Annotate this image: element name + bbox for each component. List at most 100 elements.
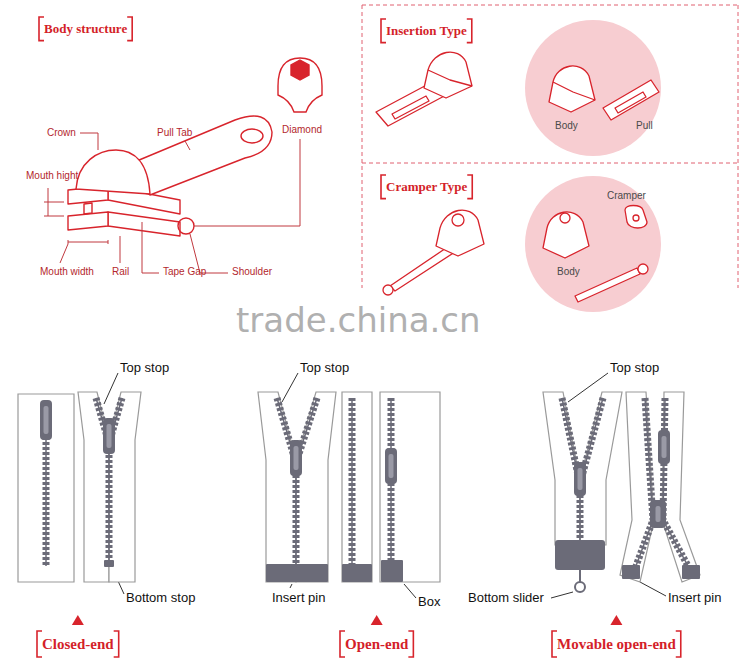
zipper-teeth [108, 440, 110, 562]
part-icon [638, 264, 648, 274]
slider-drawing [178, 218, 194, 234]
leader-line [104, 373, 666, 598]
insertion-slider [428, 70, 472, 86]
section-heading: Cramper Type [386, 179, 467, 195]
zipper-part [575, 582, 585, 592]
part-icon [560, 213, 570, 223]
circle-outline [525, 176, 661, 312]
diamond-icon [278, 58, 322, 112]
part-name: Cramper [607, 190, 646, 202]
panel-divider [362, 5, 738, 6]
zipper-teeth [349, 398, 356, 566]
slider-drawing [108, 212, 180, 236]
zipper-part [658, 430, 670, 464]
part-icon [603, 80, 659, 120]
zipper-slider [656, 506, 661, 522]
zipper-tape [620, 392, 654, 582]
watermark: trade.china.cn [236, 300, 481, 341]
pink-circle: BodyPull [525, 20, 661, 156]
zipper-part [342, 564, 372, 582]
bracket [37, 631, 42, 657]
type-caption: Movable open-end [557, 635, 676, 653]
part-name: Pull [636, 120, 653, 132]
bracket [39, 17, 44, 41]
zipper-slider [389, 454, 394, 478]
zipper-slider [107, 424, 112, 448]
slider-drawing [241, 129, 263, 143]
zipper-part [579, 570, 581, 582]
panel-divider [362, 163, 738, 164]
part-icon [543, 206, 648, 303]
zipper-slider [44, 406, 49, 434]
pointer-triangle [610, 615, 622, 625]
zipper-tape [580, 392, 622, 545]
zipper-part [622, 565, 640, 579]
pointer-triangle [72, 615, 84, 625]
part-icon [633, 215, 639, 221]
zipper-part [574, 462, 586, 496]
zipper-teeth [663, 398, 688, 566]
panel-divider [738, 5, 739, 288]
leader-line [551, 592, 573, 598]
leader-line [194, 139, 300, 226]
zipper-tape [662, 392, 700, 582]
diamond-icon [291, 60, 309, 80]
bracket [37, 17, 681, 657]
bracket [676, 631, 681, 657]
bracket [381, 175, 386, 199]
part-label: Crown [47, 127, 76, 139]
type-caption: Closed-end [42, 635, 114, 653]
part-label: Top stop [610, 360, 659, 376]
slider-drawing [76, 150, 150, 194]
zipper-slider [578, 468, 583, 490]
part-label: Top stop [300, 360, 349, 376]
cramper-slider [383, 210, 484, 295]
panel-divider [362, 5, 363, 288]
leader-line [44, 133, 300, 273]
part-icon [575, 268, 640, 302]
insertion-slider [376, 52, 472, 126]
slider-drawing [68, 116, 272, 236]
insertion-slider [392, 96, 429, 119]
leader-line [60, 244, 68, 263]
part-label: Diamond [282, 124, 322, 136]
zipper-part [385, 448, 397, 484]
part-icon [525, 20, 661, 156]
zipper-teeth [351, 398, 353, 566]
zipper-part [266, 564, 328, 582]
cramper-slider [383, 285, 393, 295]
leader-line [120, 236, 121, 263]
zipper-part [555, 540, 605, 570]
bracket [408, 631, 413, 657]
part-label: Top stop [120, 360, 169, 376]
leader-line [44, 216, 64, 217]
leader-line [282, 373, 298, 402]
part-label: Mouth width [40, 266, 94, 278]
leader-line [80, 133, 98, 150]
part-label: Insert pin [668, 590, 721, 606]
part-icon [549, 66, 659, 120]
zipper-tape [380, 392, 440, 582]
bracket [340, 631, 345, 657]
leader-line [68, 240, 108, 244]
part-label: Bottom stop [126, 590, 195, 606]
leader-line [104, 373, 118, 404]
pink-circle: CramperBody [525, 176, 661, 312]
part-label: Rail [112, 266, 129, 278]
diamond-icon [278, 58, 322, 112]
part-icon [615, 92, 646, 113]
zipper-drawing [18, 392, 700, 592]
part-label: Mouth hight [26, 170, 78, 182]
zipper-slider [662, 436, 667, 458]
zipper-tape [258, 392, 296, 582]
cramper-slider [452, 214, 464, 226]
cramper-slider [436, 210, 484, 256]
slider-drawing [84, 203, 92, 214]
section-heading: Body structure [44, 21, 127, 37]
leader-line [44, 202, 64, 203]
zipper-slider [294, 446, 299, 470]
bracket [114, 631, 119, 657]
bracket [467, 19, 472, 43]
part-icon [549, 66, 595, 112]
zipper-part [682, 565, 700, 579]
